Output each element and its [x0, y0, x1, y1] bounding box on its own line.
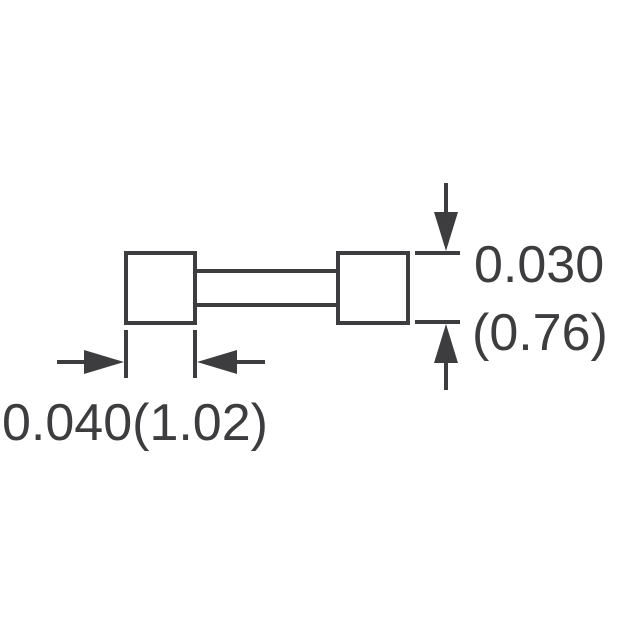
right-terminal: [336, 251, 410, 325]
width-dimension-label: 0.040(1.02): [2, 394, 268, 452]
arrow-right-icon: [84, 350, 124, 374]
arrow-up-icon: [434, 324, 458, 363]
left-terminal: [124, 251, 197, 325]
height-dimension-inches: 0.030: [474, 236, 604, 294]
height-dimension-mm: (0.76): [472, 304, 608, 362]
arrow-down-icon: [434, 212, 458, 251]
arrow-left-icon: [197, 350, 237, 374]
